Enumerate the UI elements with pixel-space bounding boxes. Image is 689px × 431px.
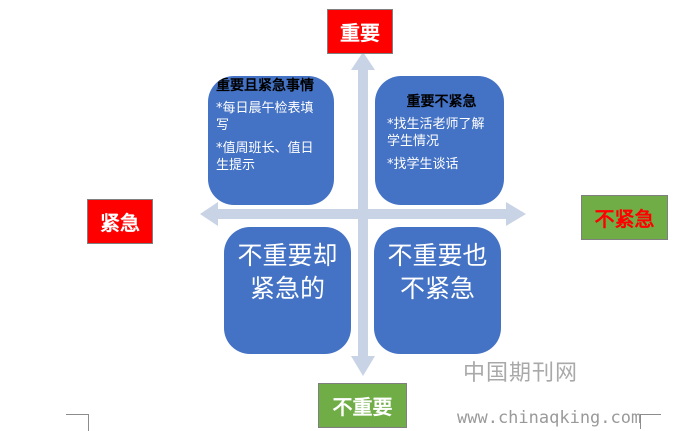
quadrant-title: 重要且紧急事情 (216, 78, 314, 94)
quadrant-not-important-not-urgent: 不重要也不紧急 (374, 227, 501, 354)
down-arrowhead-icon (351, 356, 375, 376)
left-arrowhead-icon (200, 202, 218, 226)
quadrant-not-important-urgent: 不重要却紧急的 (224, 227, 351, 354)
right-arrowhead-icon (506, 202, 526, 226)
up-arrowhead-icon (351, 52, 375, 70)
important-label: 重要 (327, 9, 393, 54)
watermark-site-name: 中国期刊网 (463, 361, 579, 386)
quadrant-important-urgent: 重要且紧急事情 *每日晨午检表填写 *值周班长、值日生提示 (208, 76, 334, 205)
not-important-label: 不重要 (318, 383, 407, 428)
crop-mark (66, 414, 89, 431)
watermark-url: www.chinaqking.com (457, 408, 642, 428)
quadrant-text: 不重要也不紧急 (387, 241, 488, 303)
quadrant-item: *找生活老师了解学生情况 (387, 117, 485, 149)
quadrant-title: 重要不紧急 (406, 94, 477, 110)
quadrant-important-not-urgent: 重要不紧急 *找生活老师了解学生情况 *找学生谈话 (375, 76, 504, 205)
vertical-axis (358, 68, 368, 358)
not-urgent-label: 不紧急 (581, 195, 668, 240)
quadrant-text: 不重要却紧急的 (237, 241, 338, 303)
urgent-label: 紧急 (87, 199, 153, 244)
quadrant-item: *找学生谈话 (387, 157, 459, 172)
quadrant-item: *每日晨午检表填写 (216, 101, 314, 133)
quadrant-item: *值周班长、值日生提示 (216, 141, 314, 173)
crop-mark (640, 414, 661, 429)
